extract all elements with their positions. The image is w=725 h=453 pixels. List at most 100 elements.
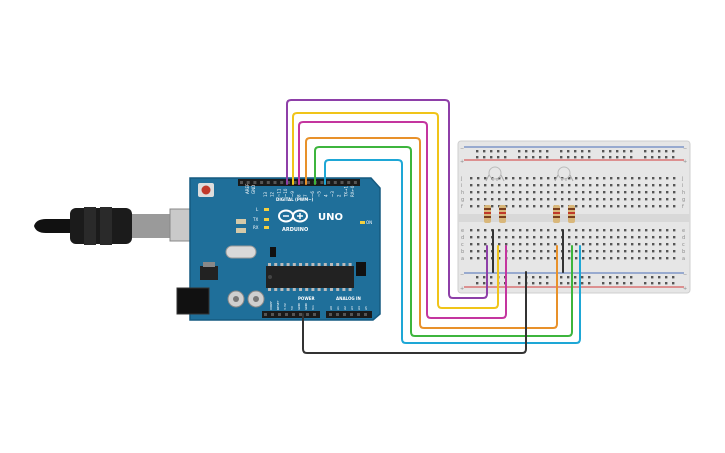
rail-hole[interactable] bbox=[546, 282, 549, 285]
breadboard-hole[interactable] bbox=[596, 198, 599, 201]
rail-hole[interactable] bbox=[560, 282, 563, 285]
breadboard-hole[interactable] bbox=[582, 198, 585, 201]
breadboard-hole[interactable] bbox=[547, 205, 550, 208]
breadboard-hole[interactable] bbox=[547, 229, 550, 232]
header-pin[interactable] bbox=[286, 181, 290, 184]
rail-hole[interactable] bbox=[602, 282, 605, 285]
breadboard-hole[interactable] bbox=[575, 191, 578, 194]
rail-hole[interactable] bbox=[623, 282, 626, 285]
header-pin[interactable] bbox=[340, 181, 344, 184]
breadboard-hole[interactable] bbox=[596, 257, 599, 260]
breadboard-hole[interactable] bbox=[554, 257, 557, 260]
rail-hole[interactable] bbox=[574, 150, 577, 153]
breadboard-hole[interactable] bbox=[568, 250, 571, 253]
rail-hole[interactable] bbox=[630, 156, 633, 159]
breadboard-hole[interactable] bbox=[631, 198, 634, 201]
breadboard-hole[interactable] bbox=[526, 243, 529, 246]
breadboard-hole[interactable] bbox=[540, 198, 543, 201]
breadboard-hole[interactable] bbox=[610, 184, 613, 187]
breadboard-hole[interactable] bbox=[638, 205, 641, 208]
breadboard-hole[interactable] bbox=[540, 205, 543, 208]
breadboard-hole[interactable] bbox=[603, 205, 606, 208]
rail-hole[interactable] bbox=[574, 156, 577, 159]
breadboard-hole[interactable] bbox=[505, 177, 508, 180]
breadboard-hole[interactable] bbox=[540, 177, 543, 180]
breadboard-hole[interactable] bbox=[610, 229, 613, 232]
breadboard-hole[interactable] bbox=[575, 177, 578, 180]
breadboard-hole[interactable] bbox=[519, 191, 522, 194]
header-pin[interactable] bbox=[306, 313, 309, 316]
breadboard-hole[interactable] bbox=[547, 184, 550, 187]
breadboard-hole[interactable] bbox=[519, 236, 522, 239]
breadboard-hole[interactable] bbox=[470, 229, 473, 232]
breadboard-hole[interactable] bbox=[666, 191, 669, 194]
breadboard-hole[interactable] bbox=[589, 236, 592, 239]
breadboard-hole[interactable] bbox=[666, 243, 669, 246]
breadboard-hole[interactable] bbox=[652, 191, 655, 194]
breadboard-hole[interactable] bbox=[666, 177, 669, 180]
header-pin[interactable] bbox=[240, 181, 243, 184]
breadboard-hole[interactable] bbox=[498, 191, 501, 194]
breadboard-hole[interactable] bbox=[638, 191, 641, 194]
breadboard-hole[interactable] bbox=[519, 250, 522, 253]
rail-hole[interactable] bbox=[518, 282, 521, 285]
rail-hole[interactable] bbox=[574, 282, 577, 285]
breadboard-hole[interactable] bbox=[652, 229, 655, 232]
breadboard-hole[interactable] bbox=[631, 191, 634, 194]
breadboard-hole[interactable] bbox=[638, 184, 641, 187]
breadboard-hole[interactable] bbox=[498, 257, 501, 260]
breadboard-hole[interactable] bbox=[526, 205, 529, 208]
rail-hole[interactable] bbox=[504, 150, 507, 153]
breadboard-hole[interactable] bbox=[666, 250, 669, 253]
breadboard-hole[interactable] bbox=[512, 236, 515, 239]
breadboard-hole[interactable] bbox=[582, 205, 585, 208]
breadboard-hole[interactable] bbox=[617, 250, 620, 253]
breadboard-hole[interactable] bbox=[526, 198, 529, 201]
rail-hole[interactable] bbox=[574, 276, 577, 279]
breadboard-hole[interactable] bbox=[470, 243, 473, 246]
breadboard-hole[interactable] bbox=[561, 198, 564, 201]
breadboard-hole[interactable] bbox=[624, 243, 627, 246]
breadboard-hole[interactable] bbox=[554, 191, 557, 194]
rail-hole[interactable] bbox=[476, 276, 479, 279]
rail-hole[interactable] bbox=[672, 282, 675, 285]
header-pin[interactable] bbox=[336, 313, 339, 316]
rail-hole[interactable] bbox=[483, 156, 486, 159]
breadboard-hole[interactable] bbox=[652, 250, 655, 253]
header-pin[interactable] bbox=[271, 313, 274, 316]
breadboard-hole[interactable] bbox=[526, 191, 529, 194]
breadboard-hole[interactable] bbox=[673, 191, 676, 194]
breadboard-hole[interactable] bbox=[484, 184, 487, 187]
breadboard-hole[interactable] bbox=[519, 257, 522, 260]
breadboard-hole[interactable] bbox=[526, 250, 529, 253]
breadboard-hole[interactable] bbox=[533, 236, 536, 239]
rail-hole[interactable] bbox=[518, 276, 521, 279]
breadboard-hole[interactable] bbox=[596, 229, 599, 232]
breadboard-hole[interactable] bbox=[547, 177, 550, 180]
breadboard-hole[interactable] bbox=[505, 198, 508, 201]
breadboard-hole[interactable] bbox=[575, 243, 578, 246]
header-pin[interactable] bbox=[333, 181, 337, 184]
breadboard-hole[interactable] bbox=[477, 229, 480, 232]
breadboard-hole[interactable] bbox=[652, 257, 655, 260]
header-pin[interactable] bbox=[278, 313, 281, 316]
breadboard-hole[interactable] bbox=[519, 177, 522, 180]
resistor-3[interactable] bbox=[553, 205, 560, 223]
breadboard-hole[interactable] bbox=[631, 229, 634, 232]
breadboard-hole[interactable] bbox=[484, 257, 487, 260]
breadboard-hole[interactable] bbox=[631, 177, 634, 180]
breadboard-hole[interactable] bbox=[477, 198, 480, 201]
breadboard-hole[interactable] bbox=[631, 243, 634, 246]
breadboard-hole[interactable] bbox=[561, 205, 564, 208]
header-pin[interactable] bbox=[313, 313, 316, 316]
breadboard-hole[interactable] bbox=[589, 198, 592, 201]
breadboard-hole[interactable] bbox=[505, 229, 508, 232]
breadboard-hole[interactable] bbox=[533, 243, 536, 246]
reset-button-cap[interactable] bbox=[201, 185, 211, 195]
breadboard-hole[interactable] bbox=[603, 198, 606, 201]
breadboard-hole[interactable] bbox=[533, 257, 536, 260]
breadboard-hole[interactable] bbox=[589, 177, 592, 180]
breadboard-hole[interactable] bbox=[533, 229, 536, 232]
breadboard-hole[interactable] bbox=[652, 243, 655, 246]
rail-hole[interactable] bbox=[567, 156, 570, 159]
